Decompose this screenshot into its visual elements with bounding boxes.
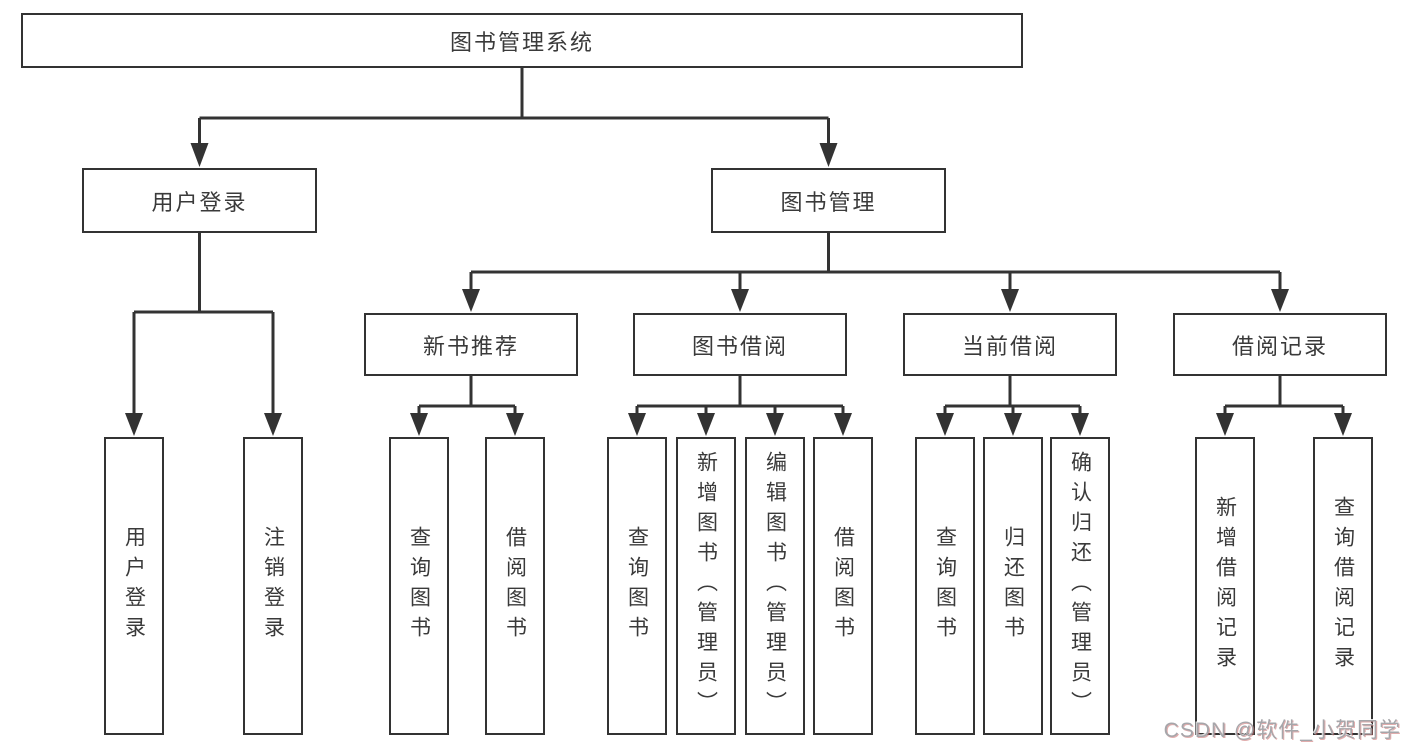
leaf-borrow-books-borrowing: 借阅图书 (813, 437, 873, 735)
node-root-label: 图书管理系统 (449, 29, 594, 55)
leaf-borrow-books-borrowing-label: 借阅图书 (831, 526, 855, 646)
leaf-query-books-recommend-label: 查询图书 (407, 526, 431, 646)
node-book-management-label: 图书管理 (780, 189, 877, 215)
leaf-add-book-admin-label: 新增图书（管理员） (694, 451, 718, 721)
leaf-return-book: 归还图书 (983, 437, 1043, 735)
leaf-user-login-label: 用户登录 (122, 526, 146, 646)
node-new-book-recommendation: 新书推荐 (364, 313, 578, 376)
edges-current-borrowing (943, 376, 1082, 414)
leaf-borrow-books-recommend: 借阅图书 (485, 437, 545, 735)
leaf-return-book-label: 归还图书 (1001, 526, 1025, 646)
leaf-query-borrow-record-label: 查询借阅记录 (1331, 496, 1355, 676)
leaf-confirm-return-admin-label: 确认归还（管理员） (1068, 451, 1092, 721)
leaf-add-book-admin: 新增图书（管理员） (676, 437, 736, 735)
watermark: CSDN @软件_小贺同学 (1163, 719, 1401, 742)
node-book-borrowing-label: 图书借阅 (691, 333, 788, 359)
node-book-management: 图书管理 (711, 168, 946, 233)
leaf-add-borrow-record: 新增借阅记录 (1195, 437, 1255, 735)
node-borrowing-records-label: 借阅记录 (1231, 333, 1328, 359)
node-current-borrowing: 当前借阅 (903, 313, 1117, 376)
leaf-query-books-recommend: 查询图书 (389, 437, 449, 735)
node-user-login: 用户登录 (82, 168, 317, 233)
arrowheads-new-book-recommendation (410, 413, 524, 436)
arrowheads-level3 (462, 289, 1289, 312)
leaf-query-books-current-label: 查询图书 (933, 526, 957, 646)
leaf-edit-book-admin: 编辑图书（管理员） (745, 437, 805, 735)
leaf-user-login: 用户登录 (104, 437, 164, 735)
leaf-add-borrow-record-label: 新增借阅记录 (1213, 496, 1237, 676)
node-root: 图书管理系统 (21, 13, 1023, 68)
leaf-logout-label: 注销登录 (261, 526, 285, 646)
edges-book-borrowing (635, 376, 845, 414)
arrowheads-book-borrowing (628, 413, 852, 436)
leaf-edit-book-admin-label: 编辑图书（管理员） (763, 451, 787, 721)
arrowheads-current-borrowing (936, 413, 1089, 436)
leaf-query-books-current: 查询图书 (915, 437, 975, 735)
edges-user-login-to-leaves (132, 233, 275, 414)
edges-borrowing-records (1223, 376, 1345, 414)
leaf-logout: 注销登录 (243, 437, 303, 735)
leaf-borrow-books-recommend-label: 借阅图书 (503, 526, 527, 646)
edges-book-management-to-level3 (469, 233, 1282, 290)
leaf-query-books-borrowing-label: 查询图书 (625, 526, 649, 646)
edges-root-to-level2 (198, 68, 830, 144)
leaf-query-borrow-record: 查询借阅记录 (1313, 437, 1373, 735)
node-book-borrowing: 图书借阅 (633, 313, 847, 376)
arrowheads-user-login-leaves (125, 413, 282, 436)
edges-new-book-recommendation (417, 376, 517, 414)
node-current-borrowing-label: 当前借阅 (961, 333, 1058, 359)
leaf-confirm-return-admin: 确认归还（管理员） (1050, 437, 1110, 735)
leaf-query-books-borrowing: 查询图书 (607, 437, 667, 735)
arrowheads-level2 (190, 143, 838, 167)
node-user-login-label: 用户登录 (151, 189, 248, 215)
arrowheads-borrowing-records (1216, 413, 1352, 436)
node-new-book-recommendation-label: 新书推荐 (422, 333, 519, 359)
node-borrowing-records: 借阅记录 (1173, 313, 1387, 376)
